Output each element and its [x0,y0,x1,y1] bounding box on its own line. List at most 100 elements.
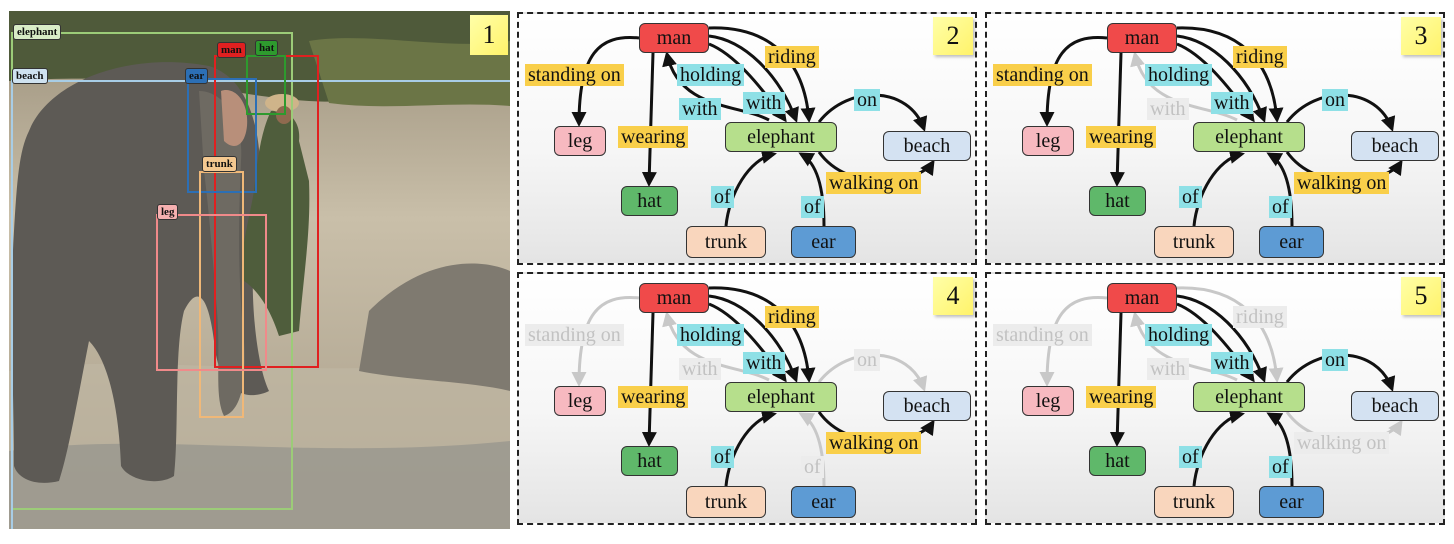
ear-box-label: ear [185,68,209,84]
relation-of-ear: of [801,196,824,218]
relation-riding: riding [1233,306,1287,328]
relation-walking-on: walking on [826,432,922,454]
elephant-photo: elephant beach man hat ear trunk leg [9,11,510,529]
node-hat: hat [1089,186,1146,216]
relation-with2: with [743,92,785,114]
relation-holding: holding [1145,324,1213,346]
edge-of-trunk [724,409,777,487]
relation-with2: with [743,352,785,374]
edge-standing-on [1039,36,1108,127]
trunk-box-label: trunk [202,156,237,172]
relation-of-trunk: of [1179,446,1202,468]
node-hat: hat [621,186,678,216]
node-man: man [639,283,709,313]
node-man: man [1107,23,1177,53]
edge-holding [708,34,799,123]
relation-of-ear: of [1269,196,1292,218]
relation-walking-on: walking on [1294,172,1390,194]
panel-number-5: 5 [1401,277,1441,315]
node-beach: beach [1351,391,1439,421]
node-leg: leg [1022,386,1074,416]
node-leg: leg [554,386,606,416]
leg-box-label: leg [157,204,179,220]
node-leg: leg [554,126,606,156]
node-hat: hat [621,446,678,476]
node-beach: beach [883,391,971,421]
trunk-box [199,171,244,418]
relation-on: on [1322,89,1348,111]
relation-holding: holding [677,324,745,346]
node-trunk: trunk [686,486,766,518]
edge-standing-on [1039,296,1108,387]
relation-riding: riding [765,46,819,68]
edge-of-trunk [1192,409,1245,487]
relation-standing-on: standing on [525,64,624,86]
node-man: man [1107,283,1177,313]
relation-riding: riding [1233,46,1287,68]
edge-layer [1039,26,1403,227]
node-hat: hat [1089,446,1146,476]
ear-box [187,78,257,193]
elephant-box-label: elephant [13,24,62,40]
edge-holding [708,294,799,383]
relation-riding: riding [765,306,819,328]
relation-with1: with [679,98,721,120]
relation-wearing: wearing [1086,126,1157,148]
relation-walking-on: walking on [826,172,922,194]
relation-wearing: wearing [618,386,689,408]
node-ear: ear [1259,486,1324,518]
node-beach: beach [1351,131,1439,161]
node-trunk: trunk [1154,486,1234,518]
edge-standing-on [571,296,640,387]
node-beach: beach [883,131,971,161]
beach-box-label: beach [12,68,48,84]
relation-walking-on: walking on [1294,432,1390,454]
edge-of-trunk [724,149,777,227]
panel-number-4: 4 [933,277,973,315]
relation-on: on [1322,349,1348,371]
node-trunk: trunk [1154,226,1234,258]
edge-standing-on [571,36,640,127]
relation-holding: holding [677,64,745,86]
relation-standing-on: standing on [993,324,1092,346]
leg-box [156,214,267,371]
relation-with1: with [1147,98,1189,120]
edge-of-ear [1266,412,1294,487]
relation-on: on [854,349,880,371]
panel-number-3: 3 [1401,17,1441,55]
panel-number-1: 1 [470,15,508,55]
edge-wearing [641,312,657,447]
relation-with1: with [679,358,721,380]
relation-holding: holding [1145,64,1213,86]
relation-with2: with [1211,352,1253,374]
relation-of-ear: of [1269,456,1292,478]
edge-holding [1176,294,1267,383]
panel-number-2: 2 [933,17,973,55]
relation-with2: with [1211,92,1253,114]
man-box-label: man [217,42,246,58]
relation-of-trunk: of [711,446,734,468]
relation-of-ear: of [801,456,824,478]
node-leg: leg [1022,126,1074,156]
node-elephant: elephant [1193,122,1305,152]
edge-wearing [1109,52,1125,187]
node-elephant: elephant [1193,382,1305,412]
relation-of-trunk: of [711,186,734,208]
edge-wearing [641,52,657,187]
relation-wearing: wearing [1086,386,1157,408]
relation-on: on [854,89,880,111]
hat-box-label: hat [255,40,279,56]
edge-of-trunk [1192,149,1245,227]
node-man: man [639,23,709,53]
relation-standing-on: standing on [525,324,624,346]
relation-with1: with [1147,358,1189,380]
relation-of-trunk: of [1179,186,1202,208]
node-elephant: elephant [725,122,837,152]
hat-box [246,55,286,115]
relation-wearing: wearing [618,126,689,148]
relation-standing-on: standing on [993,64,1092,86]
edge-of-ear [798,412,826,487]
node-elephant: elephant [725,382,837,412]
